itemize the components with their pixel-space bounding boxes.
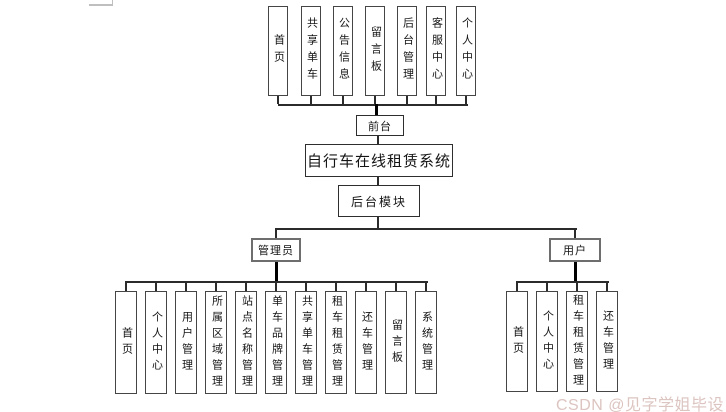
node-frontend: 前台 [356,115,404,136]
module-node-label: 租车租赁管理 [571,293,584,390]
connector-line [377,177,379,185]
module-node: 租车租赁管理 [325,291,347,394]
page-corner-mark [111,0,113,6]
csdn-watermark: CSDN @见字学姐毕设 [555,397,724,412]
module-node: 还车管理 [596,291,618,392]
connector-line [305,281,307,291]
connector-line [275,228,277,238]
module-node: 租车租赁管理 [566,291,588,392]
module-node-label: 客服中心 [430,17,443,85]
module-node-label: 个人中心 [460,17,473,85]
module-node-label: 个人中心 [150,310,163,375]
node-admin-role-label: 管理员 [258,245,294,257]
node-backend-module: 后台模块 [338,185,420,217]
connector-line [395,281,397,291]
module-node: 留言板 [365,6,385,96]
connector-line [342,96,344,104]
connector-line [335,281,337,291]
connector-line [365,281,367,291]
connector-line [377,136,379,144]
module-node: 后台管理 [397,6,417,96]
module-node: 共享单车管理 [295,291,317,394]
connector-line [278,104,468,106]
node-user-role-label: 用户 [563,245,587,257]
connector-line [377,217,379,228]
module-node-label: 首页 [511,325,524,358]
module-node: 首页 [506,291,528,392]
node-backend-module-label: 后台模块 [350,194,407,209]
module-node-label: 公告信息 [337,17,350,85]
module-node-label: 系统管理 [420,310,433,375]
module-node-label: 留言板 [369,25,382,77]
page-corner-mark [89,4,113,6]
connector-line [546,281,548,291]
connector-line [125,281,127,291]
module-node-label: 还车管理 [601,309,614,374]
module-node: 个人中心 [456,6,476,96]
connector-line [185,281,187,291]
module-node: 客服中心 [426,6,446,96]
module-node-label: 站点名称管理 [240,294,253,391]
module-node: 共享单车 [301,6,321,96]
module-node: 个人中心 [145,291,167,394]
module-node-label: 所属区域管理 [210,294,223,391]
module-node-label: 首页 [272,34,285,68]
node-system-root-label: 自行车在线租赁系统 [306,153,451,170]
module-node: 用户管理 [175,291,197,394]
connector-line [435,96,437,104]
module-node-label: 用户管理 [180,310,193,375]
connector-line [517,281,609,283]
connector-line [516,281,518,291]
module-node: 所属区域管理 [205,291,227,394]
connector-line [275,281,277,291]
connector-line [425,281,427,291]
node-user-role: 用户 [549,238,601,262]
module-node: 首页 [268,6,288,96]
connector-line [406,96,408,104]
connector-line [573,262,577,281]
module-node-label: 单车品牌管理 [270,294,283,391]
module-node: 单车品牌管理 [265,291,287,394]
module-node: 个人中心 [536,291,558,392]
connector-line [126,281,428,283]
node-system-root: 自行车在线租赁系统 [305,144,453,177]
module-node-label: 留言板 [390,318,403,367]
connector-line [155,281,157,291]
module-node-label: 个人中心 [541,309,554,374]
connector-line [606,281,608,291]
module-node: 系统管理 [415,291,437,394]
module-node-label: 共享单车 [305,17,318,85]
connector-line [576,281,578,291]
module-node: 留言板 [385,291,407,394]
module-node: 首页 [115,291,137,394]
connector-line [277,96,279,104]
module-node-label: 后台管理 [401,17,414,85]
connector-line [276,228,577,230]
module-node: 公告信息 [333,6,353,96]
node-admin-role: 管理员 [251,238,301,262]
module-node-label: 还车管理 [360,310,373,375]
connector-line [274,262,278,281]
connector-line [374,96,376,104]
connector-line [310,96,312,104]
connector-line [245,281,247,291]
connector-line [465,96,467,104]
module-node: 还车管理 [355,291,377,394]
module-node-label: 共享单车管理 [300,294,313,391]
module-node-label: 租车租赁管理 [330,294,343,391]
connector-line [215,281,217,291]
connector-line [574,228,576,238]
connector-line [374,104,378,115]
module-node-label: 首页 [120,326,133,359]
module-node: 站点名称管理 [235,291,257,394]
node-frontend-label: 前台 [368,120,392,133]
